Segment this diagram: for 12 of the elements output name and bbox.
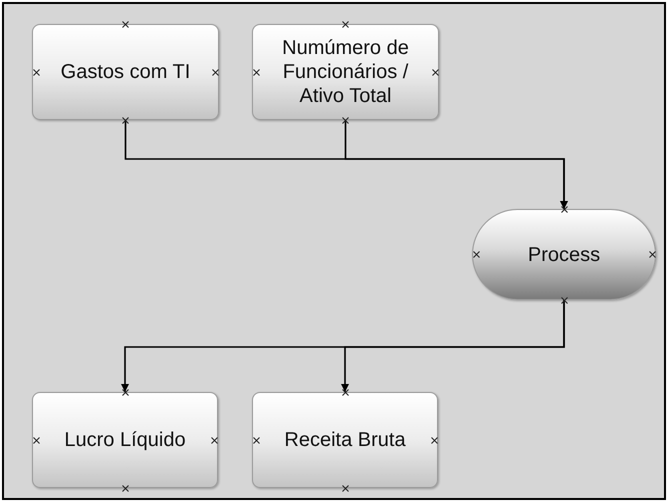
connector-arrow [344, 120, 568, 209]
node-label: Gastos com TI [60, 60, 190, 84]
process-terminal [472, 209, 656, 300]
connector-arrow [341, 300, 565, 392]
node-label: Process [528, 242, 600, 266]
process-box [252, 392, 438, 488]
node-label: Receita Bruta [284, 428, 406, 452]
process-box [32, 392, 218, 488]
node-label: Lucro Líquido [64, 428, 186, 452]
process-box [32, 24, 219, 120]
process-box [252, 24, 439, 120]
node-label: Numúmero de Funcionários / Ativo Total [281, 36, 410, 108]
